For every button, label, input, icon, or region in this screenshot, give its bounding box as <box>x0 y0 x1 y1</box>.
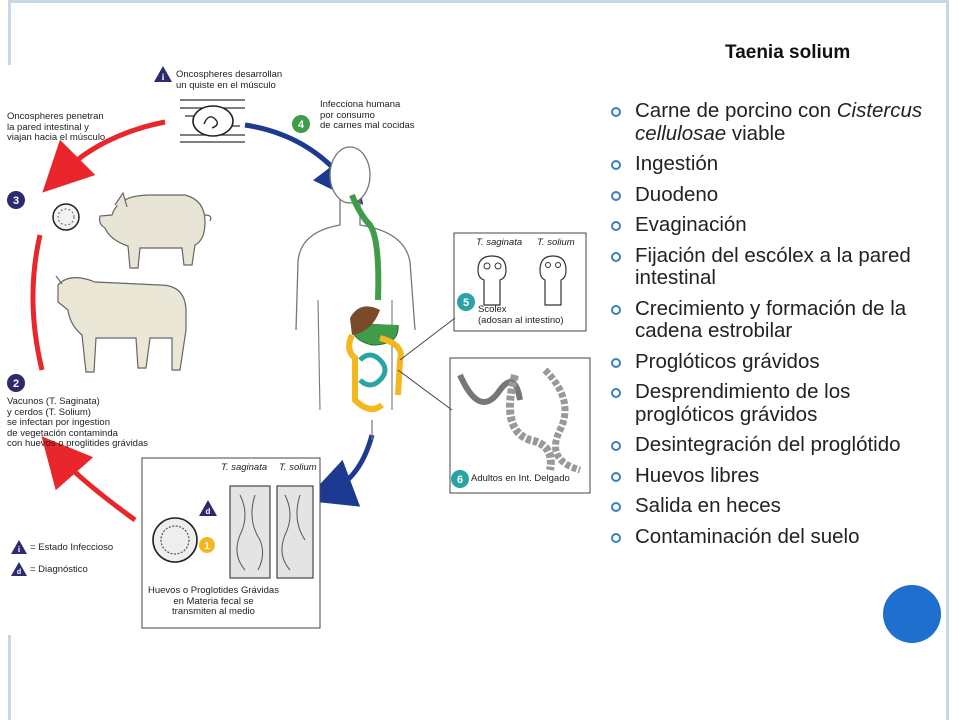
step-item: Desprendimiento de los proglóticos grávi… <box>610 380 955 426</box>
step-text: Contaminación del suelo <box>635 524 860 548</box>
stage-2-badge <box>7 374 25 392</box>
bullet-icon <box>611 160 621 170</box>
step-item: Duodeno <box>610 182 955 207</box>
eggs-box <box>141 457 321 629</box>
legend-diagnostic-mark: d <box>17 569 21 576</box>
legend-diagnostic-icon <box>11 562 27 576</box>
step-text: Fijación del escólex a la pared intestin… <box>635 243 911 289</box>
eggs-solium-label: T. solium <box>279 462 317 473</box>
stage-6-number: 6 <box>457 474 463 486</box>
cyst-label: Oncospheres desarrollan un quiste en el … <box>176 69 283 91</box>
step-item: Fijación del escólex a la pared intestin… <box>610 243 955 290</box>
scolex-saginata-label: T. saginata <box>476 237 523 248</box>
stage-1-number: 1 <box>204 541 210 552</box>
stage-6-badge <box>451 470 469 488</box>
arrow-red-bottom <box>41 436 137 523</box>
arrow-blue-bottom <box>304 434 375 507</box>
step-text: Desintegración del proglótido <box>635 433 901 456</box>
bullet-icon <box>611 532 621 543</box>
bullet-icon <box>611 357 621 368</box>
stage-3-badge <box>7 191 25 209</box>
step-text: Ingestión <box>635 152 719 175</box>
legend-infective-icon <box>11 540 27 554</box>
penetrate-label: Oncospheres penetran la pared intestinal… <box>7 111 106 143</box>
bullet-icon <box>611 471 621 482</box>
diagnostic-triangle-icon <box>199 500 217 516</box>
diagnostic-mark: d <box>206 507 211 516</box>
infective-triangle-icon <box>154 66 172 82</box>
cyst-small-illustration <box>52 203 80 231</box>
step-item: Crecimiento y formación de la cadena est… <box>610 296 955 343</box>
step-item: Contaminación del suelo <box>610 524 955 549</box>
frame-top <box>8 0 949 3</box>
step-text: Proglóticos grávidos <box>635 349 820 373</box>
human-infection-label: Infecciona humana por consumo de carnes … <box>320 99 415 131</box>
scolex-label: Scolex (adosan al intestino) <box>478 304 564 326</box>
step-text: Crecimiento y formación de la cadena est… <box>635 296 907 342</box>
stage-2-number: 2 <box>13 378 19 390</box>
scolex-solium-label: T. solium <box>537 237 575 248</box>
bullet-icon <box>611 251 621 262</box>
eggs-saginata-label: T. saginata <box>221 462 268 473</box>
leader-adults <box>397 369 453 411</box>
scolex-box <box>453 232 587 332</box>
step-text: Huevos libres <box>635 463 760 487</box>
step-text: Desprendimiento de los proglóticos grávi… <box>635 380 851 426</box>
page-title: Taenia solium <box>725 42 851 63</box>
step-item: Carne de porcino con Cistercus cellulosa… <box>610 99 955 145</box>
frame-right <box>946 0 949 720</box>
step-item: Salida en heces <box>610 494 955 518</box>
arrow-red-top <box>42 119 166 193</box>
pig-illustration <box>98 191 212 269</box>
cow-illustration <box>55 275 187 373</box>
step-item: Huevos libres <box>610 463 955 488</box>
step-item: Proglóticos grávidos <box>610 349 955 374</box>
blue-circle-decoration <box>883 585 941 643</box>
bullet-icon <box>611 441 621 451</box>
bullet-icon <box>611 502 621 512</box>
bullet-icon <box>611 190 621 201</box>
lifecycle-diagram: 1 2 3 4 5 6 i d i d <box>7 66 591 629</box>
human-illustration <box>295 146 416 440</box>
step-item: Ingestión <box>610 152 955 176</box>
step-item: Evaginación <box>610 213 955 237</box>
legend-infective-label: = Estado Infeccioso <box>30 542 114 553</box>
step-text: Evaginación <box>635 213 747 236</box>
leader-scolex <box>399 317 456 361</box>
stage-5-number: 5 <box>463 297 469 309</box>
step-text: Carne de porcino con <box>635 99 837 122</box>
stage-4-number: 4 <box>298 119 305 131</box>
eggs-transmission-label: Huevos o Proglotides Grávidas en Materia… <box>148 585 279 617</box>
bullet-icon <box>611 221 621 231</box>
legend-infective-mark: i <box>18 545 21 554</box>
arrow-red-left <box>30 234 45 371</box>
step-italic-text: Cistercus cellulosae <box>635 99 923 145</box>
steps-list: Carne de porcino con Cistercus cellulosa… <box>610 99 955 556</box>
step-text: Salida en heces <box>635 494 781 517</box>
adults-box <box>449 357 591 494</box>
stage-5-badge <box>457 293 475 311</box>
adults-label: Adultos en Int. Delgado <box>471 473 570 484</box>
bullet-icon <box>611 388 621 398</box>
bullet-icon <box>611 107 621 117</box>
animals-infection-label: Vacunos (T. Saginata) y cerdos (T. Soliu… <box>7 396 149 449</box>
stage-3-number: 3 <box>13 195 19 207</box>
stage-4-badge <box>292 115 310 133</box>
muscle-cyst-illustration <box>180 99 245 143</box>
step-item: Desintegración del proglótido <box>610 433 955 457</box>
bullet-icon <box>611 304 621 315</box>
stage-1-badge <box>199 537 215 553</box>
step-text: Duodeno <box>635 182 719 206</box>
infective-mark: i <box>162 72 165 82</box>
legend-diagnostic-label: = Diagnóstico <box>30 564 88 575</box>
step-text-rest: viable <box>726 121 786 145</box>
